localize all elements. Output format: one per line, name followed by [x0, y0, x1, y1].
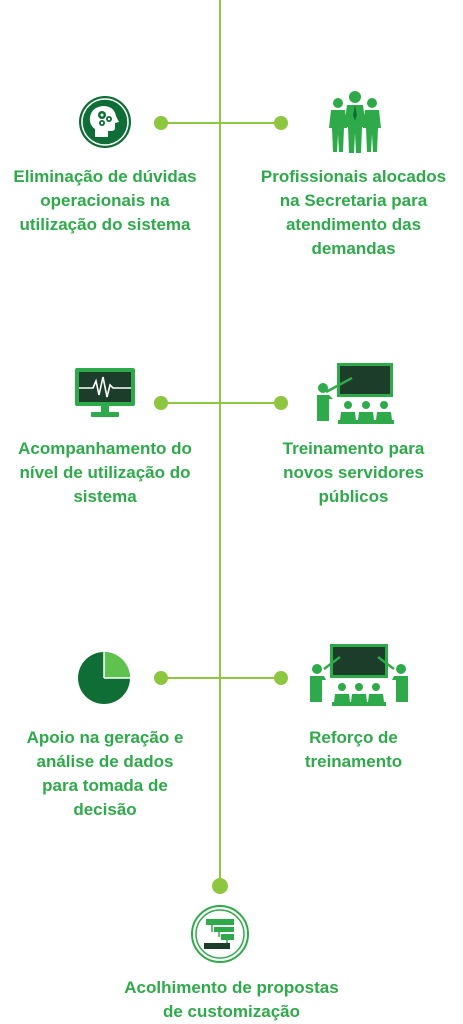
team-icon: [325, 90, 385, 154]
item-label: Treinamento para novos servidores públic…: [282, 439, 425, 506]
item-label: Acompanhamento do nível de utilização do…: [18, 439, 192, 506]
item-label: Apoio na geração e análise de dados para…: [26, 728, 184, 819]
item-label: Acolhimento de propostas de customização: [124, 978, 339, 1021]
item-label: Eliminação de dúvidas operacionais na ut…: [13, 167, 197, 234]
classroom-icon: [306, 643, 412, 713]
item-label: Reforço de treinamento: [304, 728, 403, 771]
presenter-class-icon: [314, 362, 396, 430]
connector-dot: [154, 396, 168, 410]
connector-dot: [154, 116, 168, 130]
connector-line: [160, 122, 281, 124]
pie-chart-icon: [77, 651, 131, 705]
connector-dot: [274, 396, 288, 410]
monitor-pulse-icon: [74, 367, 136, 419]
connector-dot: [274, 116, 288, 130]
timeline-end-dot: [212, 878, 228, 894]
connector-dot: [154, 671, 168, 685]
workflow-icon: [190, 904, 250, 964]
timeline-vertical-line: [219, 0, 221, 888]
connector-line: [160, 677, 281, 679]
connector-dot: [274, 671, 288, 685]
head-gears-icon: [78, 95, 132, 149]
item-label: Profissionais alocados na Secretaria par…: [260, 167, 447, 258]
connector-line: [160, 402, 281, 404]
